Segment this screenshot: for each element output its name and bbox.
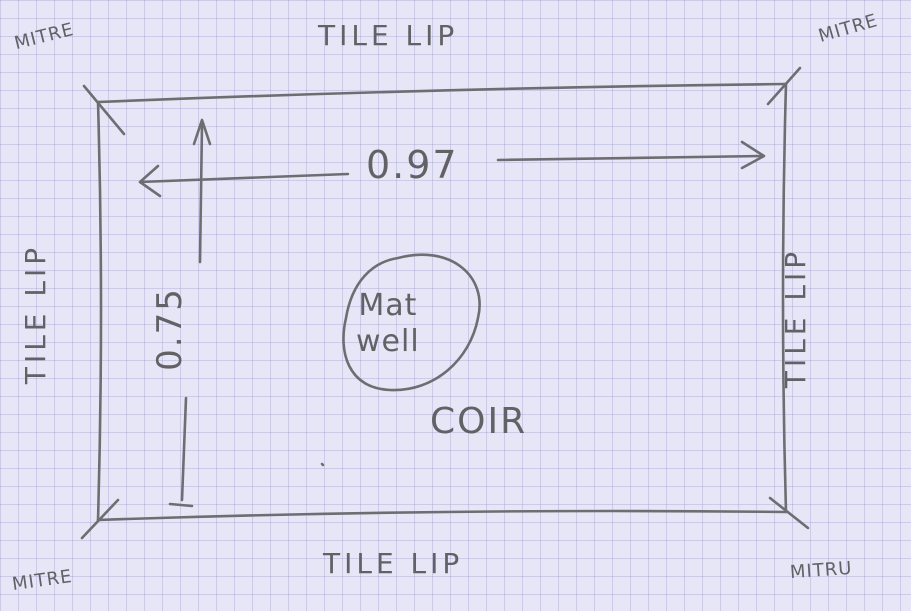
edge-label-top: TILE LIP bbox=[318, 19, 459, 52]
width-arrow-shaft-right bbox=[496, 154, 764, 162]
edge-label-bottom: TILE LIP bbox=[323, 547, 464, 580]
height-arrow-shaft-bottom bbox=[180, 396, 188, 502]
width-arrow-shaft-left bbox=[138, 172, 350, 184]
material-label: COIR bbox=[430, 401, 528, 442]
edge-label-left: TILE LIP bbox=[19, 243, 53, 385]
mat-well-label: Mat well bbox=[356, 288, 420, 360]
height-arrow-shaft-top bbox=[198, 122, 204, 264]
mitre-line-top-left bbox=[82, 84, 126, 136]
pencil-speck bbox=[320, 462, 325, 467]
height-arrow-head-top bbox=[192, 118, 212, 146]
width-arrow-head-left bbox=[138, 164, 162, 198]
mat-well-label-line2: well bbox=[356, 324, 420, 359]
corner-label-bottom-right: MITRU bbox=[789, 557, 854, 584]
mat-well-label-line1: Mat bbox=[358, 288, 418, 323]
mitre-line-top-right bbox=[766, 66, 802, 106]
height-dimension-label: 0.75 bbox=[149, 287, 190, 371]
mat-well-circle bbox=[342, 253, 481, 392]
mitre-line-bottom-right bbox=[768, 496, 810, 530]
mat-outline-top-edge bbox=[96, 82, 788, 104]
mat-outline-right-edge bbox=[781, 82, 788, 514]
mat-outline-left-edge bbox=[96, 100, 103, 522]
edge-label-right: TILE LIP bbox=[779, 247, 813, 389]
height-arrow-tick-bottom bbox=[168, 502, 194, 508]
width-arrow-head-right bbox=[740, 140, 766, 170]
width-dimension-label: 0.97 bbox=[366, 143, 459, 187]
mitre-line-bottom-left bbox=[80, 498, 120, 540]
mat-outline-bottom-edge bbox=[96, 509, 788, 522]
